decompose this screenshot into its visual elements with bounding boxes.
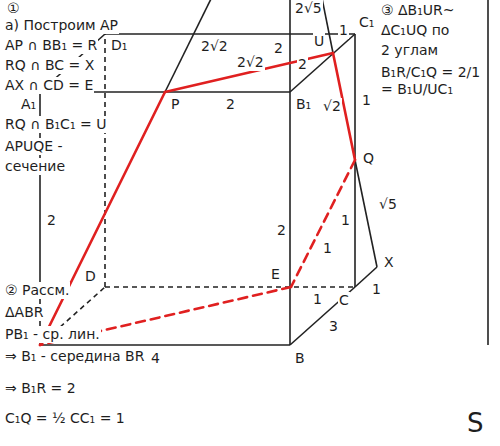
solution-line: ΔABR: [4, 304, 45, 321]
ratio-formula: B₁R/C₁Q = 2/1 = B₁U/UC₁: [380, 64, 486, 98]
vertex-label: B: [294, 350, 306, 367]
solution-line: ③ ΔB₁UR~: [380, 2, 456, 19]
solution-line: AX ∩ CD = E: [4, 77, 94, 94]
solution-line: ⇒ B₁R = 2: [4, 380, 77, 397]
length-label: 1: [312, 291, 323, 308]
solution-line: ⇒ B₁ - середина BR: [4, 348, 145, 365]
solution-line: AP ∩ BB₁ = R: [4, 37, 98, 54]
solution-line: сечение: [4, 158, 66, 175]
solution-line: APUQE -: [4, 138, 64, 155]
solution-line: ΔC₁UQ по: [380, 22, 450, 39]
vertex-label: D: [84, 268, 97, 285]
length-label: 2√2: [236, 54, 265, 71]
vertex-label: Q: [362, 150, 375, 167]
step-number: ①: [6, 0, 21, 17]
vertex-label: A₁: [20, 96, 37, 113]
vertex-label: X: [383, 254, 395, 271]
length-label: 4: [150, 350, 161, 367]
length-label: 2: [46, 212, 57, 229]
vertex-label: E: [270, 266, 281, 283]
length-label: 1: [361, 92, 372, 109]
length-label: 2: [225, 96, 236, 113]
vertex-label: C: [338, 292, 350, 309]
length-label: √2: [322, 98, 342, 115]
length-label: 2: [297, 56, 308, 73]
solution-line: а) Построим AP: [4, 17, 119, 34]
length-label: 1: [340, 212, 351, 229]
length-label: 1: [338, 22, 349, 39]
length-label: 3: [328, 318, 339, 335]
vertex-label: D₁: [110, 37, 128, 54]
solution-line: RQ ∩ B₁C₁ = U: [4, 116, 107, 133]
length-label: √5: [378, 196, 398, 213]
solution-line: RQ ∩ BC = X: [4, 57, 95, 74]
vertex-label: P: [170, 96, 180, 113]
length-label: 2: [276, 222, 287, 239]
length-label: 2√2: [200, 38, 229, 55]
vertex-label: B₁: [295, 96, 312, 113]
vertex-label: C₁: [358, 14, 375, 31]
length-label: 2: [273, 40, 284, 57]
vertex-label: U: [313, 33, 325, 50]
solution-line: PB₁ - ср. лин.: [4, 326, 101, 343]
length-label: 1: [322, 240, 333, 257]
solution-line: 2 углам: [380, 42, 439, 59]
solution-line: ② Рассм.: [4, 282, 70, 299]
length-label: 2√5: [294, 0, 323, 17]
solution-line: C₁Q = ½ CC₁ = 1: [4, 410, 126, 427]
length-label: 1: [371, 281, 382, 298]
partial-heading: S: [466, 408, 485, 438]
